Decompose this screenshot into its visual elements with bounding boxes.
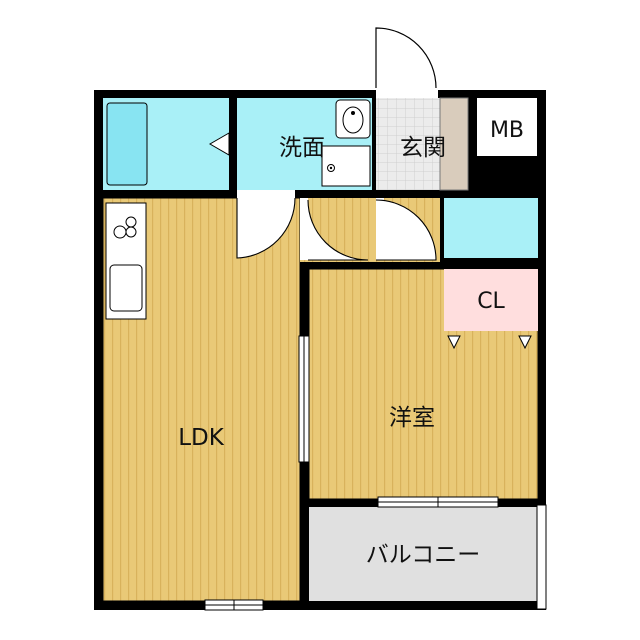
entry-door	[375, 27, 437, 89]
closet-label: CL	[477, 289, 505, 314]
entrance: 玄関	[375, 27, 469, 191]
washroom-label: 洗面	[279, 135, 325, 161]
balcony: バルコニー	[309, 504, 547, 610]
bathroom	[103, 98, 230, 190]
ldk-label: LDK	[178, 425, 225, 451]
bath-door-marker	[209, 132, 230, 156]
entrance-label: 玄関	[400, 135, 446, 161]
stove	[113, 216, 137, 239]
washer-pan	[321, 145, 371, 187]
washroom: 洗面	[237, 98, 372, 190]
shoe-box	[439, 97, 469, 191]
western-room-label: 洋室	[389, 405, 435, 431]
kitchen-sink	[109, 264, 143, 312]
kitchen-counter	[105, 202, 147, 320]
storage	[444, 198, 538, 258]
windows	[204, 496, 499, 611]
washbasin	[335, 99, 371, 139]
closet: CL	[444, 269, 538, 350]
balcony-label: バルコニー	[366, 542, 481, 568]
meter-box: MB	[477, 98, 537, 156]
interior-doors	[236, 190, 437, 463]
bathtub	[106, 102, 148, 186]
meter-box-label: MB	[490, 118, 524, 143]
